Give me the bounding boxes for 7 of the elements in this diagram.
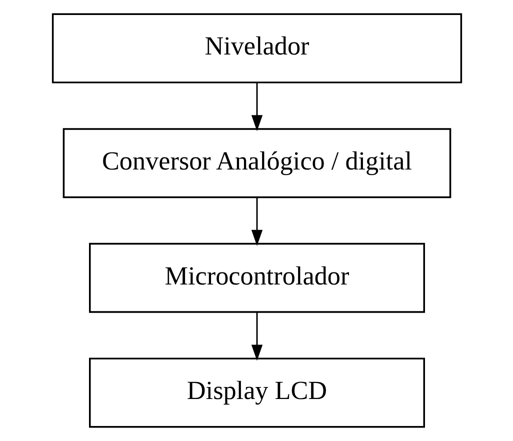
arrow (250, 82, 262, 132)
node-box: Conversor Analógico / digital (62, 128, 451, 198)
arrow (250, 312, 262, 361)
node-box: Display LCD (88, 358, 424, 428)
arrow (250, 198, 262, 246)
node-box: Microcontrolador (88, 242, 424, 313)
node-box: Nivelador (51, 13, 462, 84)
